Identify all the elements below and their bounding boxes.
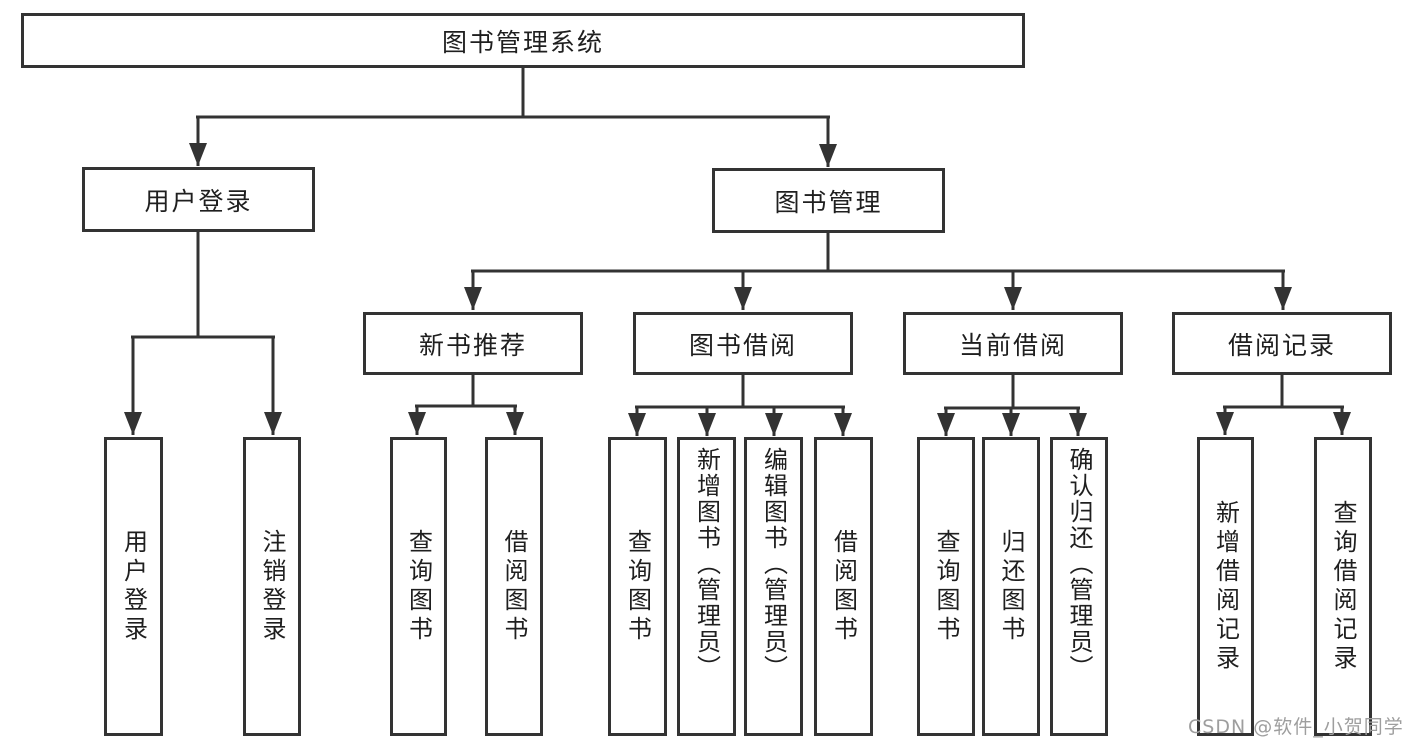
leaf-user-login: 用户登录 (104, 437, 163, 736)
leaf-confirm-return-admin: 确认归还（管理员） (1050, 437, 1108, 736)
leaf-query-books-recommend: 查询图书 (390, 437, 447, 736)
leaf-add-books-admin: 新增图书（管理员） (677, 437, 736, 736)
node-user-login: 用户登录 (82, 167, 315, 232)
leaf-query-borrow-record: 查询借阅记录 (1314, 437, 1372, 736)
leaf-edit-books-admin: 编辑图书（管理员） (744, 437, 803, 736)
csdn-watermark: CSDN @软件_小贺同学 (1188, 716, 1404, 738)
leaf-borrow-books-recommend: 借阅图书 (485, 437, 543, 736)
leaf-return-books: 归还图书 (982, 437, 1040, 736)
node-new-book-recommend: 新书推荐 (363, 312, 583, 375)
leaf-add-borrow-record: 新增借阅记录 (1197, 437, 1254, 736)
node-book-management: 图书管理 (712, 168, 945, 233)
leaf-query-books-current: 查询图书 (917, 437, 975, 736)
node-book-borrow: 图书借阅 (633, 312, 853, 375)
leaf-logout: 注销登录 (243, 437, 301, 736)
leaf-query-books-borrow: 查询图书 (608, 437, 667, 736)
leaf-borrow-books: 借阅图书 (814, 437, 873, 736)
node-borrow-records: 借阅记录 (1172, 312, 1392, 375)
node-root-library-system: 图书管理系统 (21, 13, 1025, 68)
node-current-borrow: 当前借阅 (903, 312, 1123, 375)
